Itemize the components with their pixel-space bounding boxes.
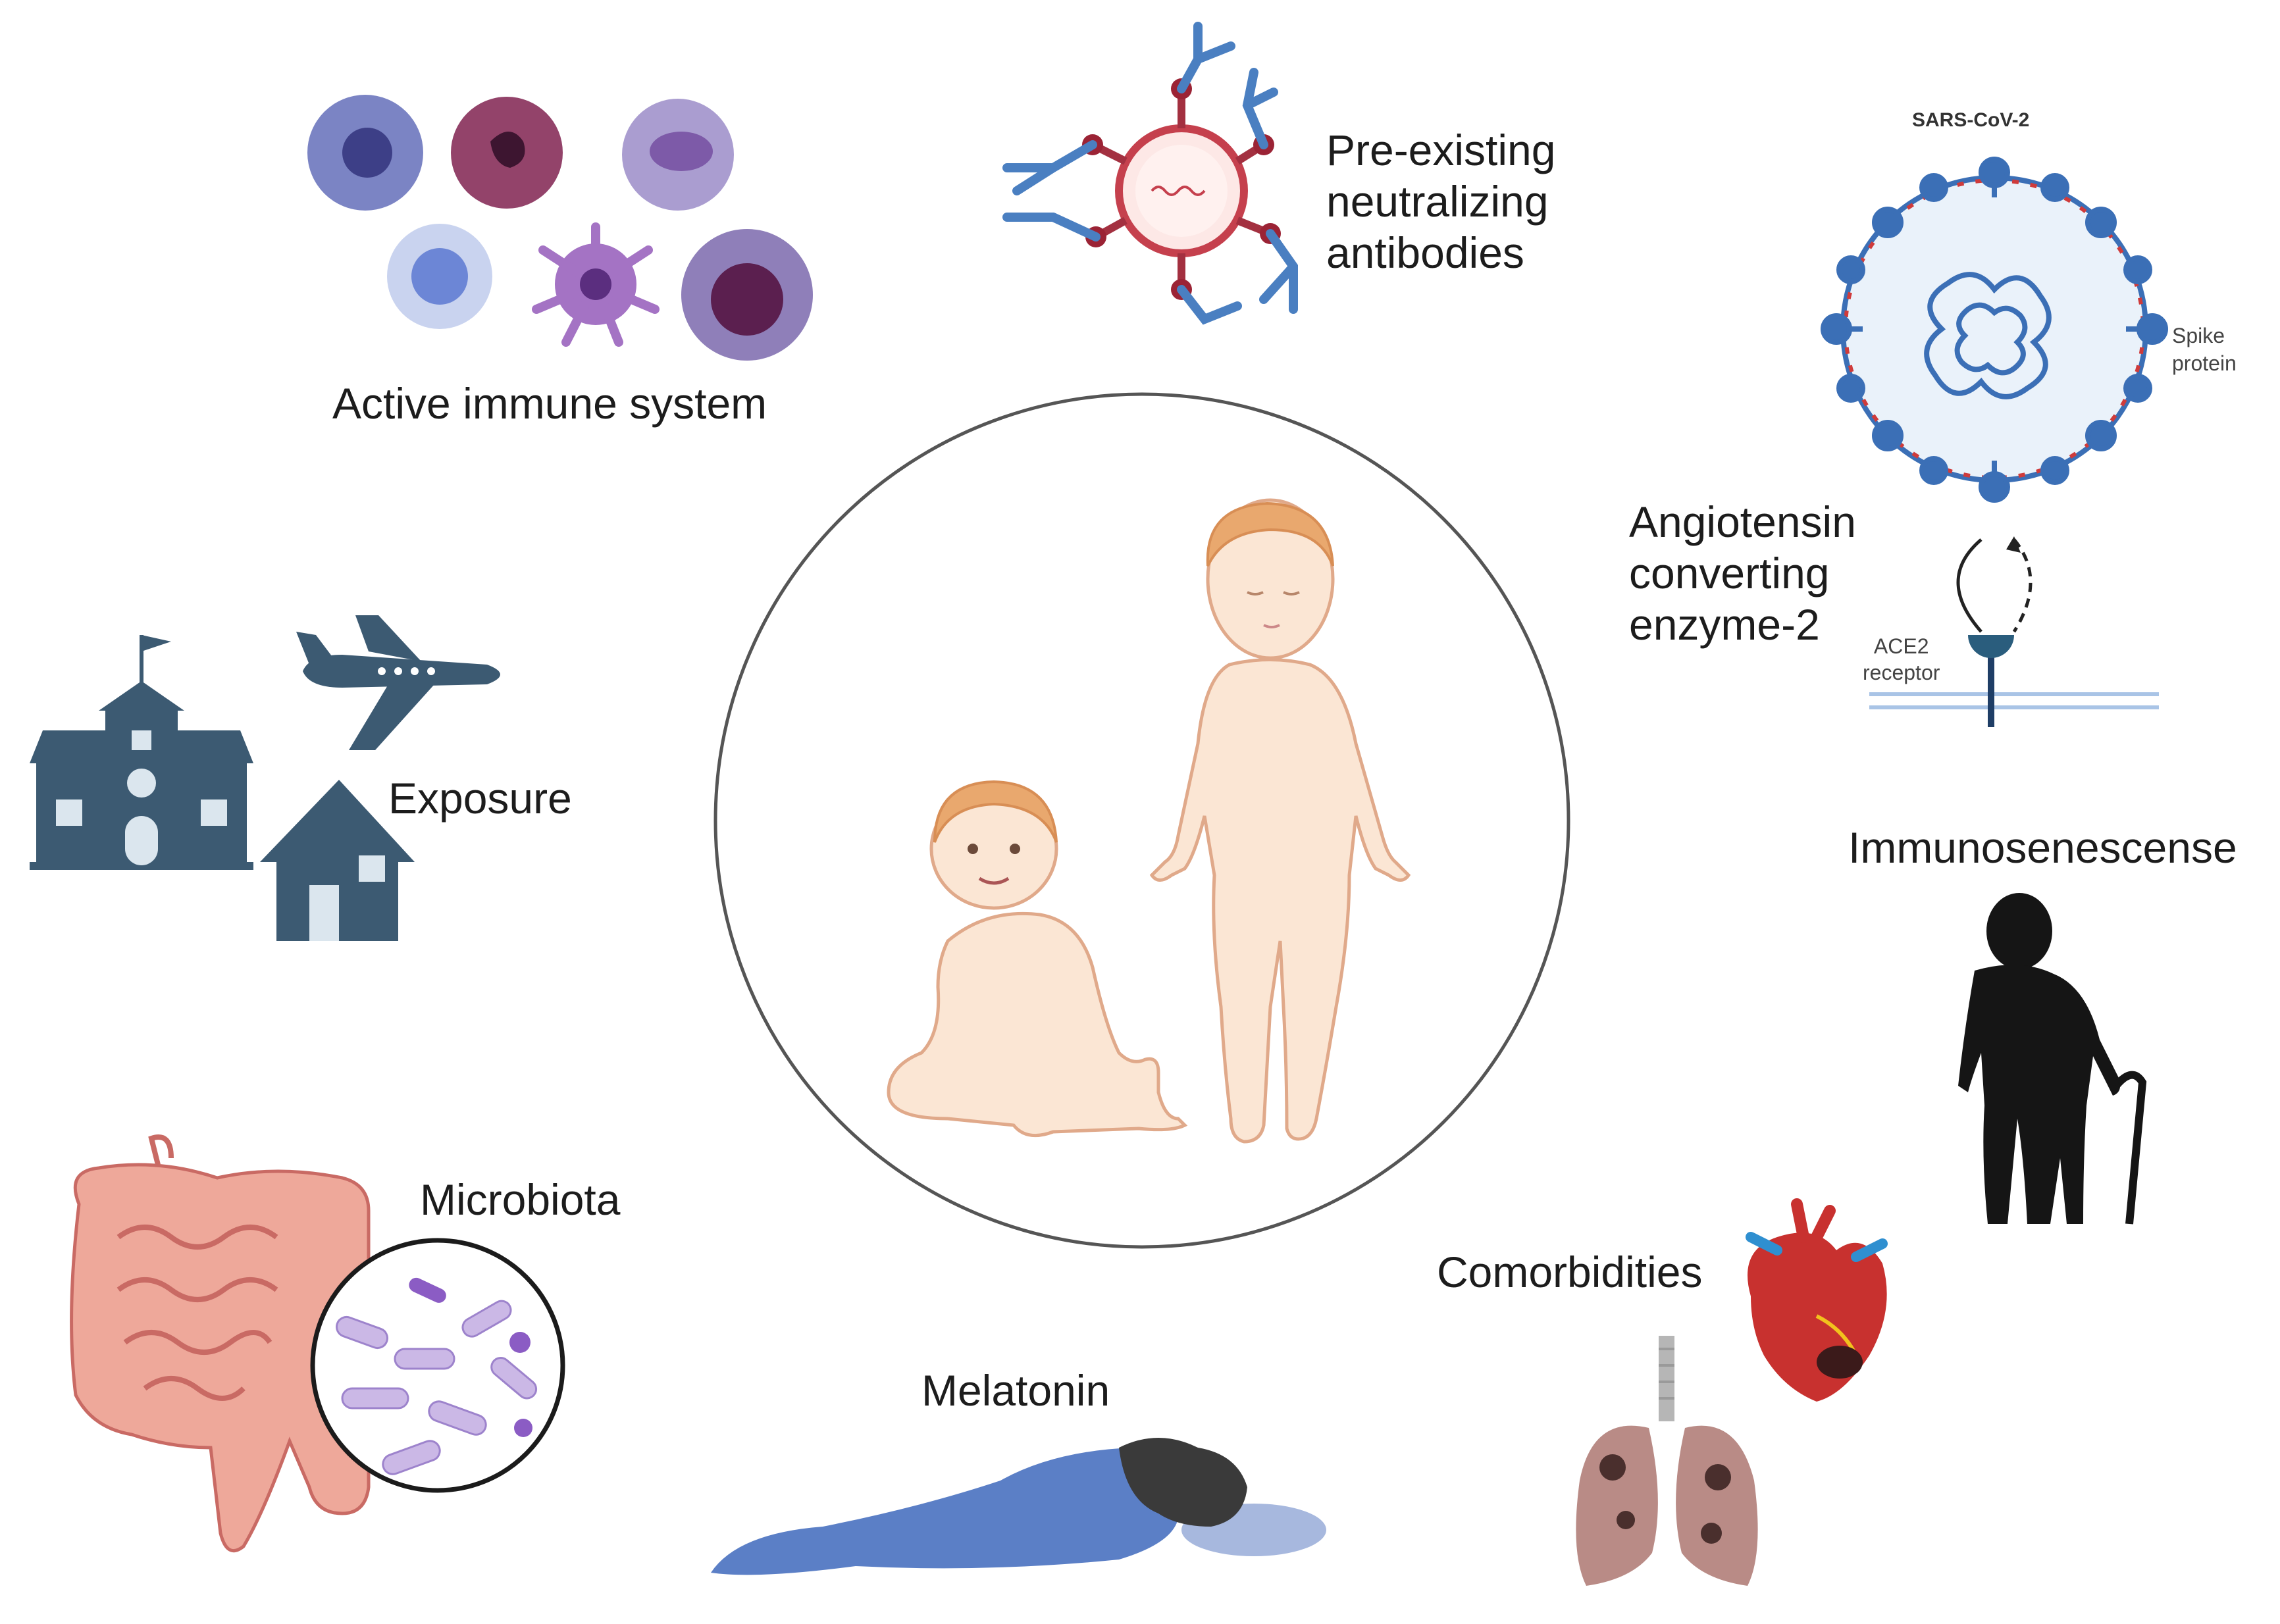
label-line: Pre-existing <box>1326 126 1556 174</box>
label-ace2: Angiotensin converting enzyme-2 <box>1629 497 1856 651</box>
label-immunosenescence: Immunosenescense <box>1848 823 2237 872</box>
label-line: Spike <box>2172 324 2225 347</box>
label-line: enzyme-2 <box>1629 599 1820 649</box>
label-line: receptor <box>1863 661 1940 684</box>
heart-icon <box>1746 1198 1888 1402</box>
elderly-person-icon <box>1958 893 2147 1225</box>
label-melatonin: Melatonin <box>921 1366 1110 1415</box>
label-line: converting <box>1629 548 1830 597</box>
label-sars-cov-2: SARS-CoV-2 <box>1912 109 2030 131</box>
ace2-receptor-icon <box>1869 536 2159 727</box>
label-line: antibodies <box>1326 228 1524 277</box>
label-line: Angiotensin <box>1629 497 1856 546</box>
label-line: neutralizing <box>1326 176 1549 226</box>
label-line: protein <box>2172 351 2237 375</box>
label-microbiota: Microbiota <box>420 1175 621 1224</box>
label-active-immune-system: Active immune system <box>332 379 767 428</box>
lungs-icon <box>1576 1336 1758 1586</box>
immune-cells-icon <box>307 95 813 361</box>
sleeping-person-icon <box>711 1438 1326 1575</box>
coronavirus-icon <box>1821 157 2168 503</box>
label-line: ACE2 <box>1873 634 1929 658</box>
label-neutralizing-antibodies: Pre-existing neutralizing antibodies <box>1326 125 1555 279</box>
label-ace2-receptor: ACE2 receptor <box>1863 633 1940 686</box>
house-icon <box>260 780 415 941</box>
antibody-virus-icon <box>1002 22 1298 325</box>
bacteria-magnifier-icon <box>310 1238 565 1493</box>
label-exposure: Exposure <box>388 774 572 823</box>
label-comorbidities: Comorbidities <box>1437 1248 1703 1296</box>
center-circle <box>713 392 1570 1249</box>
children-icon <box>887 498 1411 1144</box>
school-icon <box>30 635 253 870</box>
airplane-icon <box>296 615 500 750</box>
intestine-icon <box>70 1134 371 1553</box>
label-spike-protein: Spike protein <box>2172 322 2237 377</box>
